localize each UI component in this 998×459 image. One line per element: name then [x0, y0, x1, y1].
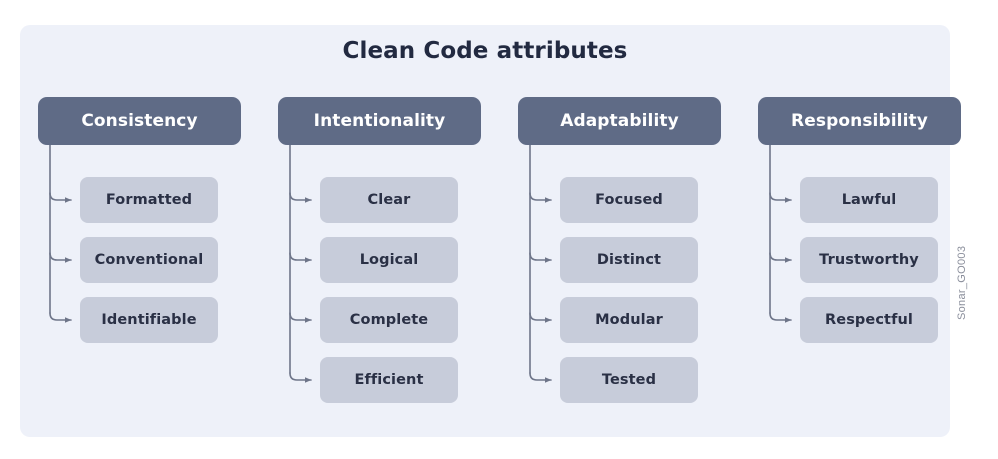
attribute-box[interactable]: Logical — [320, 237, 458, 283]
attribute-box[interactable]: Lawful — [800, 177, 938, 223]
attribute-box[interactable]: Complete — [320, 297, 458, 343]
attribute-box[interactable]: Conventional — [80, 237, 218, 283]
attribute-box[interactable]: Focused — [560, 177, 698, 223]
attribute-box[interactable]: Modular — [560, 297, 698, 343]
attribute-box[interactable]: Respectful — [800, 297, 938, 343]
attribute-box[interactable]: Clear — [320, 177, 458, 223]
page-title: Clean Code attributes — [342, 38, 628, 64]
attribute-box[interactable]: Formatted — [80, 177, 218, 223]
watermark-label: Sonar_GO003 — [956, 245, 968, 320]
attribute-box[interactable]: Identifiable — [80, 297, 218, 343]
column-header[interactable]: Intentionality — [278, 97, 481, 145]
diagram-panel — [20, 25, 950, 437]
attribute-box[interactable]: Distinct — [560, 237, 698, 283]
attribute-box[interactable]: Tested — [560, 357, 698, 403]
column-header[interactable]: Adaptability — [518, 97, 721, 145]
attribute-box[interactable]: Efficient — [320, 357, 458, 403]
column-header[interactable]: Consistency — [38, 97, 241, 145]
attribute-box[interactable]: Trustworthy — [800, 237, 938, 283]
column-header[interactable]: Responsibility — [758, 97, 961, 145]
